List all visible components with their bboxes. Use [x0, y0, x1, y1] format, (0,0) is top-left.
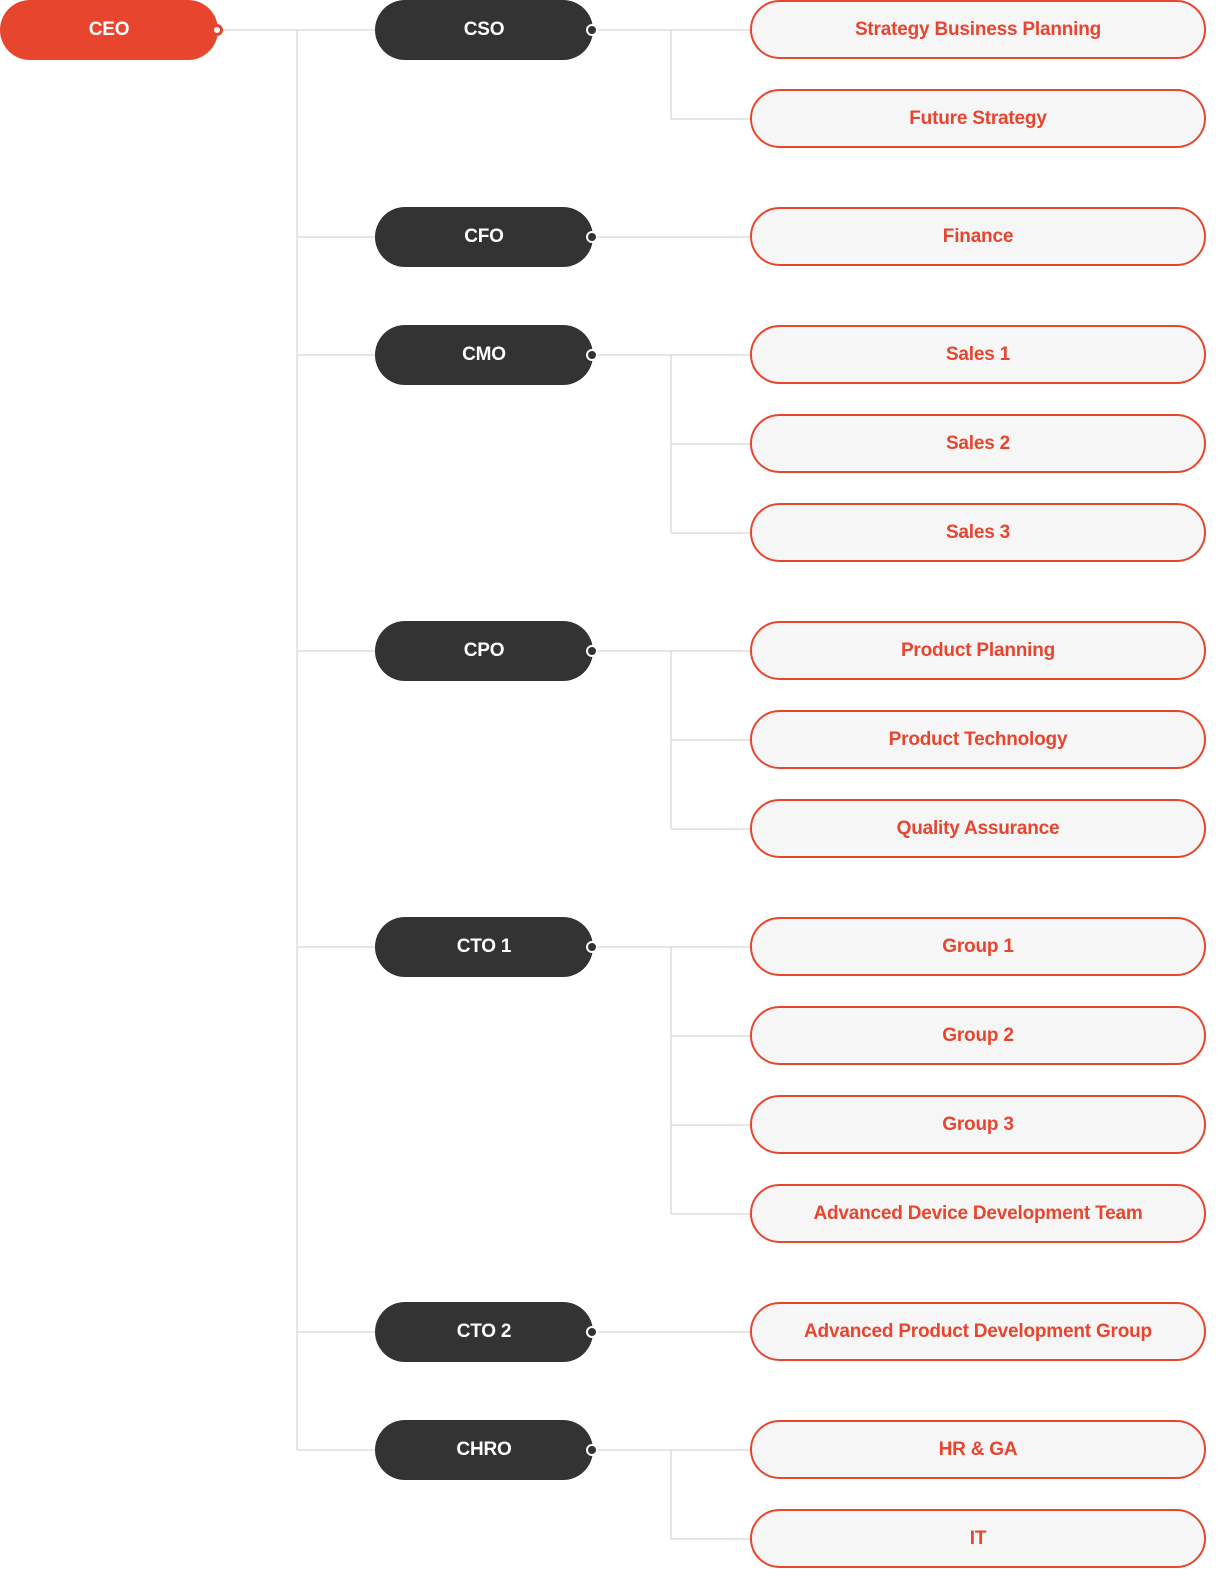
department-label: Sales 3 — [945, 521, 1011, 543]
department-node: IT — [750, 1509, 1206, 1568]
department-label: Product Technology — [888, 728, 1068, 750]
executive-connector-dot — [586, 24, 598, 36]
department-label: Group 2 — [942, 1024, 1014, 1046]
department-label: Sales 2 — [945, 432, 1011, 454]
department-node: Advanced Product Development Group — [750, 1302, 1206, 1361]
executive-label: CSO — [463, 19, 505, 40]
department-label: Product Planning — [900, 639, 1056, 661]
executive-node-chro: CHRO — [375, 1420, 593, 1480]
department-node: Product Technology — [750, 710, 1206, 769]
ceo-label: CEO — [88, 19, 130, 40]
department-label: Finance — [942, 225, 1014, 247]
executive-node-cso: CSO — [375, 0, 593, 60]
department-label: Advanced Product Development Group — [804, 1320, 1152, 1342]
department-label: Future Strategy — [909, 107, 1047, 129]
executive-node-cto-1: CTO 1 — [375, 917, 593, 977]
department-label: Quality Assurance — [896, 817, 1060, 839]
executive-label: CFO — [464, 226, 504, 247]
department-node: Product Planning — [750, 621, 1206, 680]
ceo-node: CEO — [0, 0, 218, 60]
department-node: Finance — [750, 207, 1206, 266]
ceo-connector-dot — [211, 24, 223, 36]
department-node: Strategy Business Planning — [750, 0, 1206, 59]
executive-label: CMO — [462, 344, 506, 365]
executive-node-cto-2: CTO 2 — [375, 1302, 593, 1362]
executive-node-cfo: CFO — [375, 207, 593, 267]
department-label: Advanced Device Development Team — [813, 1202, 1143, 1224]
department-label: IT — [969, 1527, 987, 1549]
executive-connector-dot — [586, 231, 598, 243]
executive-label: CTO 2 — [456, 1321, 512, 1342]
department-label: Strategy Business Planning — [854, 18, 1102, 40]
executive-label: CPO — [463, 640, 505, 661]
department-node: Sales 3 — [750, 503, 1206, 562]
department-node: Group 3 — [750, 1095, 1206, 1154]
executive-connector-dot — [586, 1444, 598, 1456]
department-node: Group 1 — [750, 917, 1206, 976]
department-node: Future Strategy — [750, 89, 1206, 148]
department-label: Group 1 — [942, 935, 1014, 957]
executive-node-cpo: CPO — [375, 621, 593, 681]
department-node: Group 2 — [750, 1006, 1206, 1065]
executive-connector-dot — [586, 941, 598, 953]
department-node: Advanced Device Development Team — [750, 1184, 1206, 1243]
executive-connector-dot — [586, 349, 598, 361]
department-label: Group 3 — [942, 1113, 1014, 1135]
executive-connector-dot — [586, 1326, 598, 1338]
department-node: HR & GA — [750, 1420, 1206, 1479]
executive-node-cmo: CMO — [375, 325, 593, 385]
department-label: HR & GA — [938, 1438, 1018, 1460]
department-node: Sales 2 — [750, 414, 1206, 473]
executive-connector-dot — [586, 645, 598, 657]
executive-label: CHRO — [456, 1439, 512, 1460]
department-node: Quality Assurance — [750, 799, 1206, 858]
department-node: Sales 1 — [750, 325, 1206, 384]
executive-label: CTO 1 — [456, 936, 512, 957]
department-label: Sales 1 — [945, 343, 1011, 365]
